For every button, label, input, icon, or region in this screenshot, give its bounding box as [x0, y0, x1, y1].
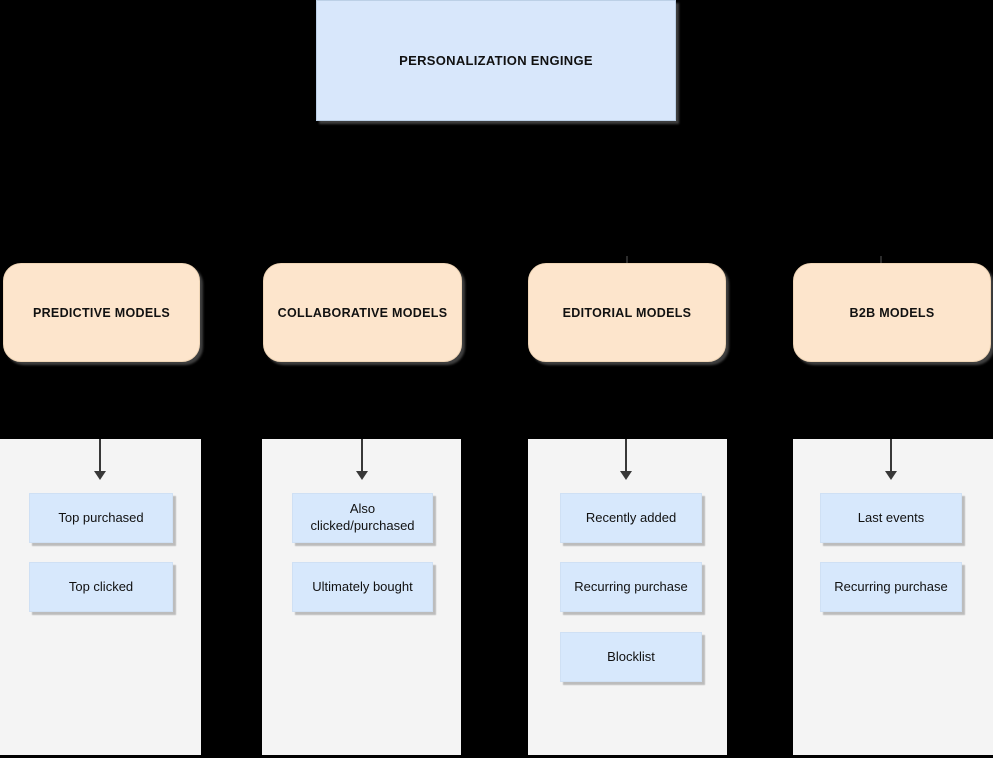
arrow-down-icon	[890, 439, 892, 472]
node-editorial-models: EDITORIAL MODELS	[528, 263, 726, 362]
node-label: Top purchased	[58, 509, 144, 525]
node-label: Recurring purchase	[574, 578, 688, 594]
arrow-down-icon	[885, 471, 897, 480]
node-top-clicked: Top clicked	[29, 562, 173, 612]
arrow-down-icon	[356, 471, 368, 480]
node-label: Top clicked	[68, 578, 134, 594]
node-ultimately-bought: Ultimately bought	[292, 562, 433, 612]
node-b2b-models: B2B MODELS	[793, 263, 991, 362]
connector-stub	[626, 256, 628, 263]
node-top-purchased: Top purchased	[29, 493, 173, 543]
node-label: PERSONALIZATION ENGINGE	[399, 53, 593, 68]
node-recently-added: Recently added	[560, 493, 702, 543]
node-recurring-purchase-editorial: Recurring purchase	[560, 562, 702, 612]
arrow-down-icon	[361, 439, 363, 472]
node-label: COLLABORATIVE MODELS	[277, 305, 448, 320]
node-label: Ultimately bought	[312, 578, 413, 594]
node-label: Also clicked/purchased	[310, 501, 415, 533]
node-predictive-models: PREDICTIVE MODELS	[3, 263, 200, 362]
arrow-down-icon	[99, 439, 101, 472]
arrow-down-icon	[94, 471, 106, 480]
node-label: Recently added	[585, 509, 677, 525]
node-also-clicked-purchased: Also clicked/purchased	[292, 493, 433, 543]
node-collaborative-models: COLLABORATIVE MODELS	[263, 263, 462, 362]
arrow-down-icon	[625, 439, 627, 472]
node-personalization-engine: PERSONALIZATION ENGINGE	[316, 0, 676, 121]
node-label: PREDICTIVE MODELS	[32, 305, 171, 320]
node-label: B2B MODELS	[849, 305, 935, 320]
node-label: Recurring purchase	[834, 578, 948, 594]
node-recurring-purchase-b2b: Recurring purchase	[820, 562, 962, 612]
node-blocklist: Blocklist	[560, 632, 702, 682]
node-last-events: Last events	[820, 493, 962, 543]
node-label: EDITORIAL MODELS	[562, 305, 692, 320]
connector-stub	[880, 256, 882, 263]
node-label: Blocklist	[607, 648, 655, 664]
arrow-down-icon	[620, 471, 632, 480]
node-label: Last events	[857, 509, 925, 525]
